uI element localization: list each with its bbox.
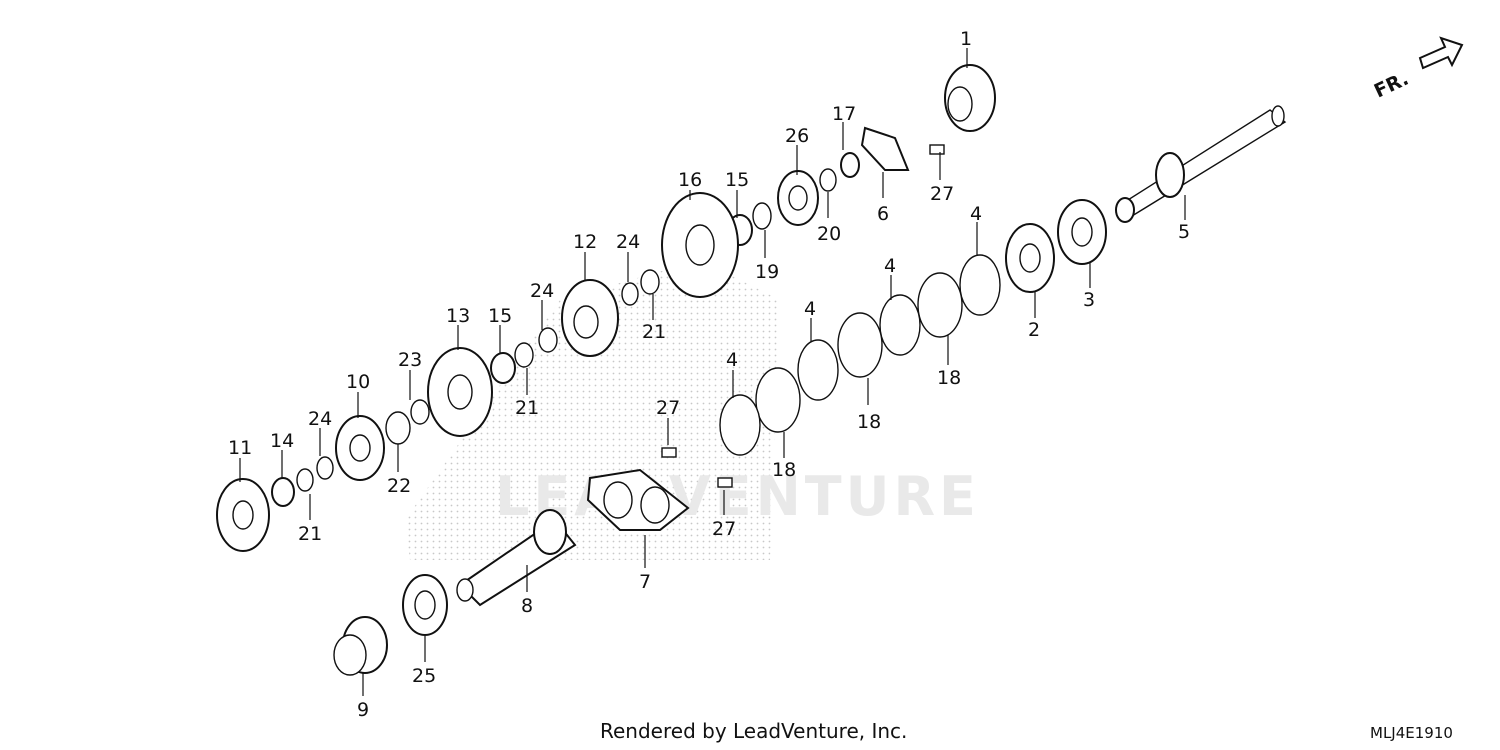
callout-4: 4 xyxy=(804,298,816,320)
callout-4: 4 xyxy=(726,349,738,371)
callout-1: 1 xyxy=(960,28,972,50)
front-arrow-icon xyxy=(1418,36,1464,70)
callout-4: 4 xyxy=(884,255,896,277)
callout-21: 21 xyxy=(642,321,666,343)
callout-27: 27 xyxy=(656,397,680,419)
callout-12: 12 xyxy=(573,231,597,253)
part-27-bolts xyxy=(661,447,733,488)
part-16-gear xyxy=(661,192,739,298)
callout-18: 18 xyxy=(857,411,881,433)
washers-24-21 xyxy=(514,327,558,368)
callout-15: 15 xyxy=(488,305,512,327)
part-2-pressure-plate xyxy=(1005,223,1055,293)
callout-5: 5 xyxy=(1178,221,1190,243)
part-13-gear xyxy=(427,347,493,437)
part-4-disc xyxy=(879,294,921,356)
callout-14: 14 xyxy=(270,430,294,452)
leader-lines xyxy=(239,48,1186,696)
callout-18: 18 xyxy=(772,459,796,481)
part-18-plate xyxy=(837,312,883,378)
callout-24: 24 xyxy=(308,408,332,430)
callout-27: 27 xyxy=(712,518,736,540)
callout-20: 20 xyxy=(817,223,841,245)
callout-15: 15 xyxy=(725,169,749,191)
washers-21-24 xyxy=(621,269,660,306)
callout-26: 26 xyxy=(785,125,809,147)
part-6-plate xyxy=(860,126,910,171)
callout-19: 19 xyxy=(755,261,779,283)
part-19-collar xyxy=(752,202,772,230)
watermark: LEADVENTURE xyxy=(405,260,980,560)
callout-2: 2 xyxy=(1028,319,1040,341)
callout-16: 16 xyxy=(678,169,702,191)
part-15-bushing-b xyxy=(490,352,516,384)
front-direction-indicator: FR. xyxy=(1371,36,1464,103)
part-10-gear xyxy=(335,415,385,481)
clutch-discs xyxy=(719,254,1001,456)
callout-6: 6 xyxy=(877,203,889,225)
direction-label: FR. xyxy=(1371,68,1412,103)
callout-11: 11 xyxy=(228,437,252,459)
part-11-gear xyxy=(216,478,270,552)
part-3-hub xyxy=(1057,199,1107,265)
callouts: 1 17 26 16 15 27 6 20 19 5 4 3 2 12 24 2… xyxy=(228,28,1190,721)
part-4-disc xyxy=(959,254,1001,316)
part-17-nut xyxy=(840,152,860,178)
part-5-mainshaft xyxy=(1115,105,1287,223)
footer-credit: Rendered by LeadVenture, Inc. xyxy=(600,719,907,743)
callout-18: 18 xyxy=(937,367,961,389)
part-1-bearing xyxy=(944,64,996,132)
callout-24: 24 xyxy=(530,280,554,302)
callout-7: 7 xyxy=(639,571,651,593)
part-20-washer xyxy=(819,168,837,192)
part-4-disc xyxy=(797,339,839,401)
diagram-code: MLJ4E1910 xyxy=(1370,724,1453,742)
callout-10: 10 xyxy=(346,371,370,393)
part-14-bushing xyxy=(271,477,295,507)
part-22-clip xyxy=(385,411,411,445)
callout-17: 17 xyxy=(832,103,856,125)
callout-21: 21 xyxy=(298,523,322,545)
part-25-bearing xyxy=(402,574,448,636)
part-27-bolt xyxy=(929,144,945,155)
part-18-plate xyxy=(755,367,801,433)
callout-9: 9 xyxy=(357,699,369,721)
part-12-gear xyxy=(561,279,619,357)
part-4-disc xyxy=(719,394,761,456)
washers-24-21-c xyxy=(296,456,334,492)
callout-23: 23 xyxy=(398,349,422,371)
callout-21: 21 xyxy=(515,397,539,419)
watermark-text: LEADVENTURE xyxy=(495,465,980,528)
callout-27: 27 xyxy=(930,183,954,205)
callout-3: 3 xyxy=(1083,289,1095,311)
callout-4: 4 xyxy=(970,203,982,225)
part-9-cover xyxy=(333,616,388,676)
part-8-countershaft xyxy=(456,509,577,607)
callout-25: 25 xyxy=(412,665,436,687)
callout-8: 8 xyxy=(521,595,533,617)
callout-22: 22 xyxy=(387,475,411,497)
part-18-plate xyxy=(917,272,963,338)
part-26-bearing xyxy=(777,170,819,226)
callout-13: 13 xyxy=(446,305,470,327)
part-7-bracket xyxy=(586,468,690,531)
part-23-washer xyxy=(410,399,430,425)
callout-24: 24 xyxy=(616,231,640,253)
